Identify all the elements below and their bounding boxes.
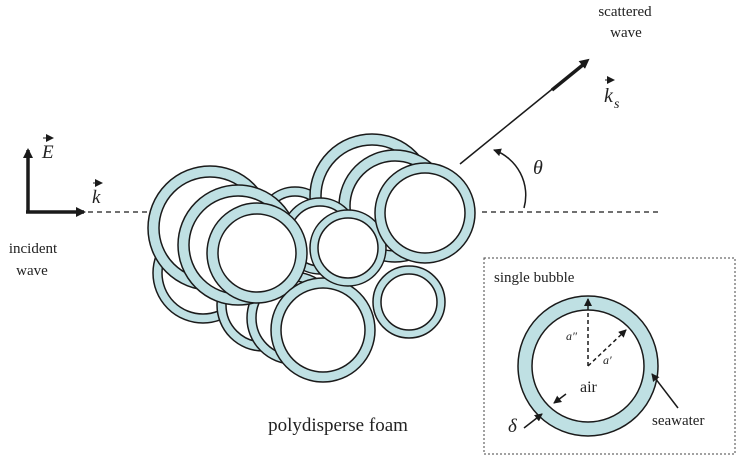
scattered-label-line2: wave [610, 25, 642, 41]
foam-bubble-air [317, 217, 379, 279]
foam-bubble-air [384, 172, 466, 254]
inner-radius-label: a′ [603, 353, 612, 367]
k-incident-label: k [92, 179, 103, 208]
e-field-text: E [41, 142, 54, 163]
foam-bubbles [147, 133, 476, 383]
inner-radius-arrow [587, 329, 627, 367]
theta-label: θ [533, 157, 543, 179]
field-vectors [23, 148, 86, 217]
delta-label: δ [508, 416, 518, 437]
ks-subscript-text: s [614, 97, 620, 112]
e-field-label: E [41, 134, 54, 163]
incident-label-line1: incident [9, 241, 58, 257]
inset-frame [483, 257, 736, 455]
foam-label: polydisperse foam [268, 415, 408, 436]
scattered-wave-arrow-thick [550, 62, 586, 92]
single-bubble-title: single bubble [494, 270, 575, 286]
foam-bubble-air [217, 213, 297, 293]
k-incident-text: k [92, 187, 101, 208]
scattered-label-line1: scattered [598, 4, 652, 20]
foam-bubble-air [280, 287, 366, 373]
single-bubble-inset: single bubble a″ a′ air δ seawater [483, 257, 736, 455]
air-label: air [580, 379, 598, 396]
ks-vector-label: k s [604, 76, 620, 112]
foam-bubble-air [380, 273, 438, 331]
ks-main-text: k [604, 85, 614, 107]
thickness-arrow-inner [553, 393, 567, 404]
seawater-pointer-arrow [651, 373, 679, 409]
outer-radius-label: a″ [566, 329, 578, 343]
theta-angle-arc [493, 148, 527, 209]
incident-label-line2: wave [16, 263, 48, 279]
seawater-label: seawater [652, 413, 704, 429]
thickness-arrow-outer [523, 413, 543, 429]
